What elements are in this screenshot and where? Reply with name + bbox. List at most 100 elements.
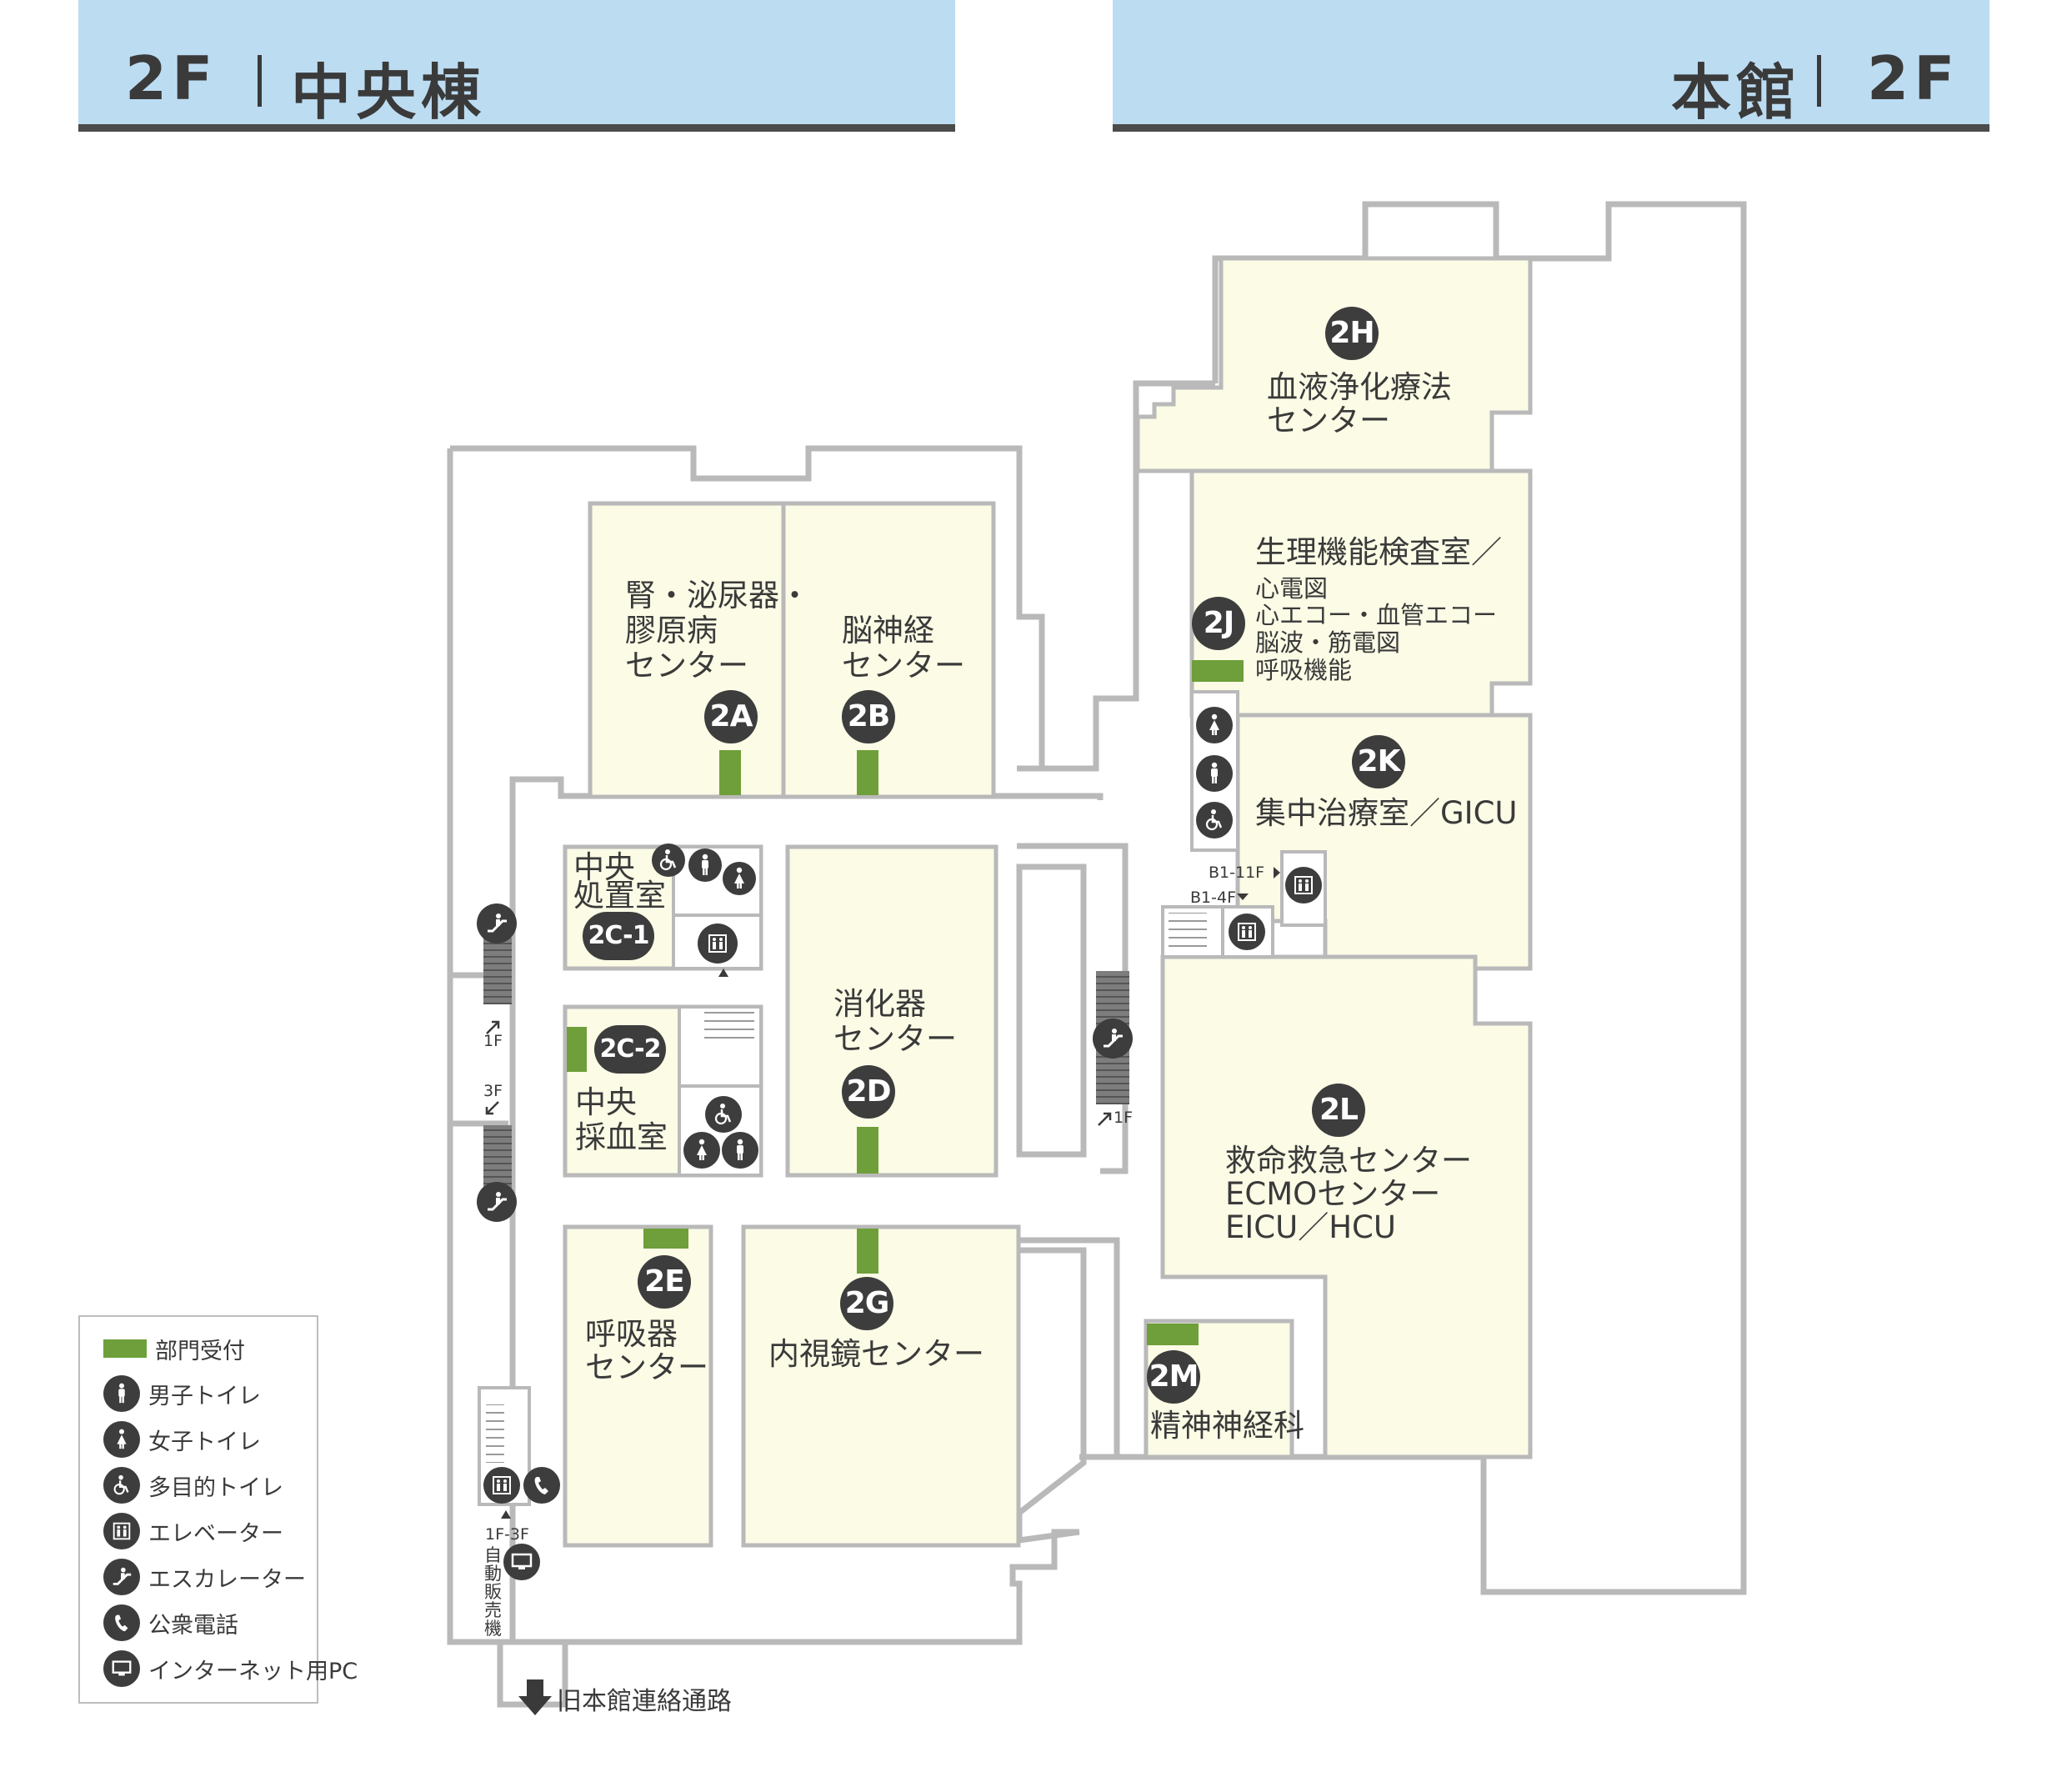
escalator-icon[interactable]	[1093, 1019, 1133, 1059]
room-2k-badge[interactable]: 2K	[1352, 735, 1405, 788]
legend-male: 男子トイレ	[103, 1375, 261, 1412]
room-2b-badge[interactable]: 2B	[842, 690, 895, 743]
wall	[1016, 1513, 1080, 1544]
room-2e-badge[interactable]: 2E	[638, 1255, 691, 1309]
female-toilet-icon[interactable]	[1196, 707, 1233, 743]
accessible-toilet-icon[interactable]	[705, 1096, 742, 1133]
elevator-icon[interactable]	[698, 924, 738, 964]
header-separator	[258, 55, 262, 107]
room-2d-badge[interactable]: 2D	[842, 1065, 895, 1119]
escalator-floor-note: 1F	[1114, 1109, 1134, 1127]
accessible-toilet-icon[interactable]	[1196, 802, 1233, 838]
room-2e-line1: 呼吸器	[585, 1316, 678, 1352]
escalator	[483, 1125, 512, 1192]
header-right-banner: 本館 2F	[1113, 0, 1989, 132]
legend-label: 公衆電話	[148, 1612, 238, 1639]
room-2l	[1160, 954, 1533, 1459]
room-2c1-badge[interactable]: 2C-1	[583, 912, 654, 960]
room-2d-line2: センター	[833, 1021, 957, 1057]
room-2j-line1: 心電図	[1255, 574, 1329, 603]
arrow-diagonal	[1098, 1112, 1112, 1126]
elevator-icon[interactable]	[483, 1467, 520, 1504]
room-2a-badge[interactable]: 2A	[704, 690, 758, 743]
header-left-banner: 2F 中央棟	[78, 0, 955, 132]
wall	[1016, 863, 1087, 1158]
escalator-icon[interactable]	[477, 904, 517, 944]
room-2h-badge[interactable]: 2H	[1325, 307, 1379, 360]
floor-label-right: 2F	[1867, 43, 1960, 113]
wall	[1017, 380, 1215, 772]
room-2c2-badge[interactable]: 2C-2	[594, 1025, 666, 1074]
room-2c1-line1: 中央	[573, 849, 635, 885]
room-2m-badge[interactable]: 2M	[1147, 1350, 1200, 1404]
wall	[447, 448, 1079, 1645]
room-2m-line1: 精神神経科	[1150, 1408, 1304, 1444]
corridor-link-label: 旧本館連絡通路	[557, 1687, 732, 1716]
escalator-icon[interactable]	[477, 1182, 517, 1222]
computer-icon[interactable]	[503, 1544, 540, 1580]
computer-icon	[103, 1650, 140, 1687]
room-2l-line2: ECMOセンター	[1225, 1176, 1441, 1212]
stairs	[1169, 913, 1207, 951]
elevator-icon[interactable]	[1229, 914, 1265, 950]
room-2a-line2: 膠原病	[625, 613, 718, 648]
room-2j-line4: 呼吸機能	[1255, 656, 1353, 684]
legend-label: エスカレーター	[148, 1566, 306, 1593]
room-2g-line1: 内視鏡センター	[768, 1336, 984, 1372]
room-2l-badge[interactable]: 2L	[1312, 1084, 1365, 1137]
room-2j-badge[interactable]: 2J	[1192, 597, 1245, 650]
room-2g-badge[interactable]: 2G	[840, 1277, 893, 1330]
elevator-floor-note: 1F-3F	[485, 1525, 529, 1544]
legend: 部門受付 男子トイレ 女子トイレ 多目的トイレ エレベーター エスカレーター 公…	[78, 1315, 358, 1704]
elevator-icon[interactable]	[1285, 867, 1322, 904]
male-toilet-icon[interactable]	[1196, 755, 1233, 792]
accessible-toilet-icon[interactable]	[652, 843, 685, 877]
room-2c1-line2: 処置室	[573, 878, 666, 914]
stairs	[486, 1404, 504, 1463]
male-toilet-icon	[103, 1375, 140, 1412]
legend-accessible: 多目的トイレ	[103, 1467, 283, 1504]
reception-2g	[857, 1229, 878, 1274]
room-2k-line1: 集中治療室／GICU	[1255, 795, 1518, 831]
arrow-up	[501, 1510, 511, 1519]
arrow-down	[1237, 893, 1249, 900]
corridor-link[interactable]: 旧本館連絡通路	[523, 1680, 732, 1717]
building-label-left: 中央棟	[291, 58, 487, 128]
wall	[450, 445, 1045, 772]
accessible-toilet-icon	[103, 1467, 140, 1504]
arrow-diagonal	[485, 1101, 499, 1115]
male-toilet-icon[interactable]	[688, 848, 722, 882]
floor-label-left: 2F	[125, 43, 218, 113]
arrow-up	[718, 969, 728, 977]
female-toilet-icon[interactable]	[683, 1132, 720, 1169]
room-2b	[781, 501, 996, 799]
room-2b-line1: 脳神経	[842, 613, 934, 648]
male-toilet-icon[interactable]	[722, 1132, 758, 1169]
room-2e-line2: センター	[585, 1349, 708, 1385]
reception-2j	[1192, 660, 1244, 682]
room-2b-line2: センター	[842, 648, 965, 683]
room-2a	[588, 501, 786, 799]
header-separator	[1817, 55, 1821, 107]
room-2j-title: 生理機能検査室／	[1255, 534, 1502, 570]
reception-2c2	[567, 1027, 587, 1072]
elevator-icon	[103, 1513, 140, 1549]
elevator-floor-note: B1-11F	[1209, 863, 1265, 882]
room-2g	[741, 1224, 1021, 1548]
legend-label: インターネット用PC	[148, 1658, 358, 1684]
female-toilet-icon	[103, 1421, 140, 1458]
phone-icon[interactable]	[523, 1467, 560, 1504]
elevator-floor-note: B1-4F	[1190, 888, 1236, 907]
legend-elevator: エレベーター	[103, 1513, 283, 1549]
room-2d-line1: 消化器	[833, 986, 926, 1022]
legend-phone: 公衆電話	[103, 1604, 238, 1641]
female-toilet-icon[interactable]	[723, 862, 756, 895]
room-2l-line1: 救命救急センター	[1225, 1143, 1472, 1179]
reception-2e	[643, 1229, 688, 1249]
legend-label: 部門受付	[155, 1338, 245, 1364]
legend-label: 女子トイレ	[148, 1429, 261, 1455]
legend-female: 女子トイレ	[103, 1421, 261, 1458]
room-2h	[1135, 256, 1533, 473]
room-2l-line3: EICU／HCU	[1225, 1209, 1396, 1245]
